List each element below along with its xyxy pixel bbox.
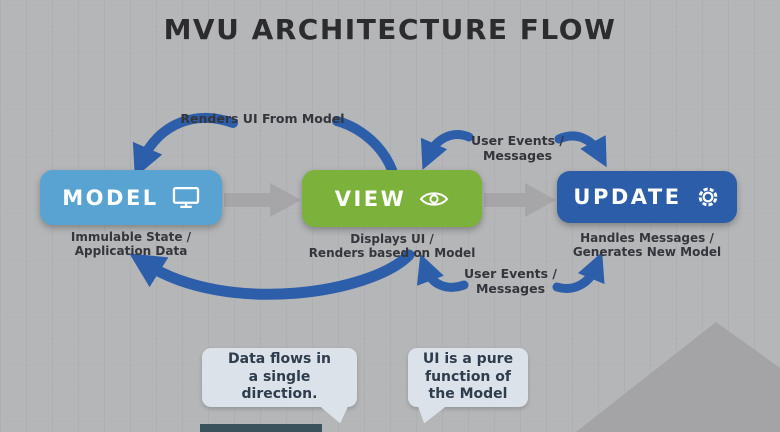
edge-label-user-events-top-line2: Messages [482,148,553,163]
node-view: VIEW [302,170,482,227]
edge-label-user-events-top-line1: User Events / [471,133,564,148]
arrow-update-to-model [129,249,415,300]
page-title: MVU ARCHITECTURE FLOW [163,13,617,46]
callout-data-flow: Data flows in a single direction. [202,348,357,424]
node-view-caption-line2: Renders based on Model [308,245,476,260]
edge-label-renders-ui-text: Renders UI From Model [180,111,345,126]
node-update: UPDATE [557,171,737,223]
callout-data-flow-line3: direction. [241,386,318,403]
node-update-label: UPDATE [573,185,682,209]
edge-label-user-events-top: User Events / Messages [455,133,580,163]
node-model-caption: Immulable State / Application Data [40,230,222,259]
eye-icon [419,190,449,208]
edge-label-user-events-bottom-line1: User Events / [464,266,557,281]
monitor-icon [172,186,200,209]
callout-data-flow-line2: a single [248,368,311,385]
node-update-caption-line1: Handles Messages / [580,231,714,245]
node-view-caption-line1: Displays UI / [350,232,434,246]
arrow-user-events-bottom-left [416,253,469,292]
callout-data-flow-line1: Data flows in [228,350,331,367]
edge-label-user-events-bottom: User Events / Messages [448,266,573,296]
node-view-caption: Displays UI / Renders based on Model [282,232,502,261]
node-update-caption: Handles Messages / Generates New Model [547,231,747,260]
callout-pure-function-line3: the Model [428,386,508,403]
callout-pure-function-line2: function of [425,368,511,385]
edge-label-renders-ui: Renders UI From Model [160,111,365,126]
arrow-user-events-bottom-right [552,252,605,293]
background-triangle [576,322,780,432]
arrow-model-to-view [224,183,301,217]
gear-icon [695,184,721,210]
node-update-caption-line2: Generates New Model [572,244,722,259]
arrow-view-to-update [484,183,556,217]
node-model-caption-line2: Application Data [74,243,188,258]
arrow-renders-ui-tail [332,116,397,175]
arrow-user-events-top-left [420,130,474,170]
arrow-renders-ui-head [132,112,238,178]
node-view-label: VIEW [334,186,407,211]
bottom-edge-bar [200,424,322,432]
edge-label-user-events-bottom-line2: Messages [475,281,546,296]
node-model: MODEL [40,170,222,225]
node-model-caption-line1: Immulable State / [70,230,192,244]
node-model-label: MODEL [62,185,159,210]
callout-pure-function-line1: UI is a pure [422,350,514,367]
callout-pure-function: UI is a pure function of the Model [408,348,528,424]
arrow-user-events-top-right [554,131,607,168]
